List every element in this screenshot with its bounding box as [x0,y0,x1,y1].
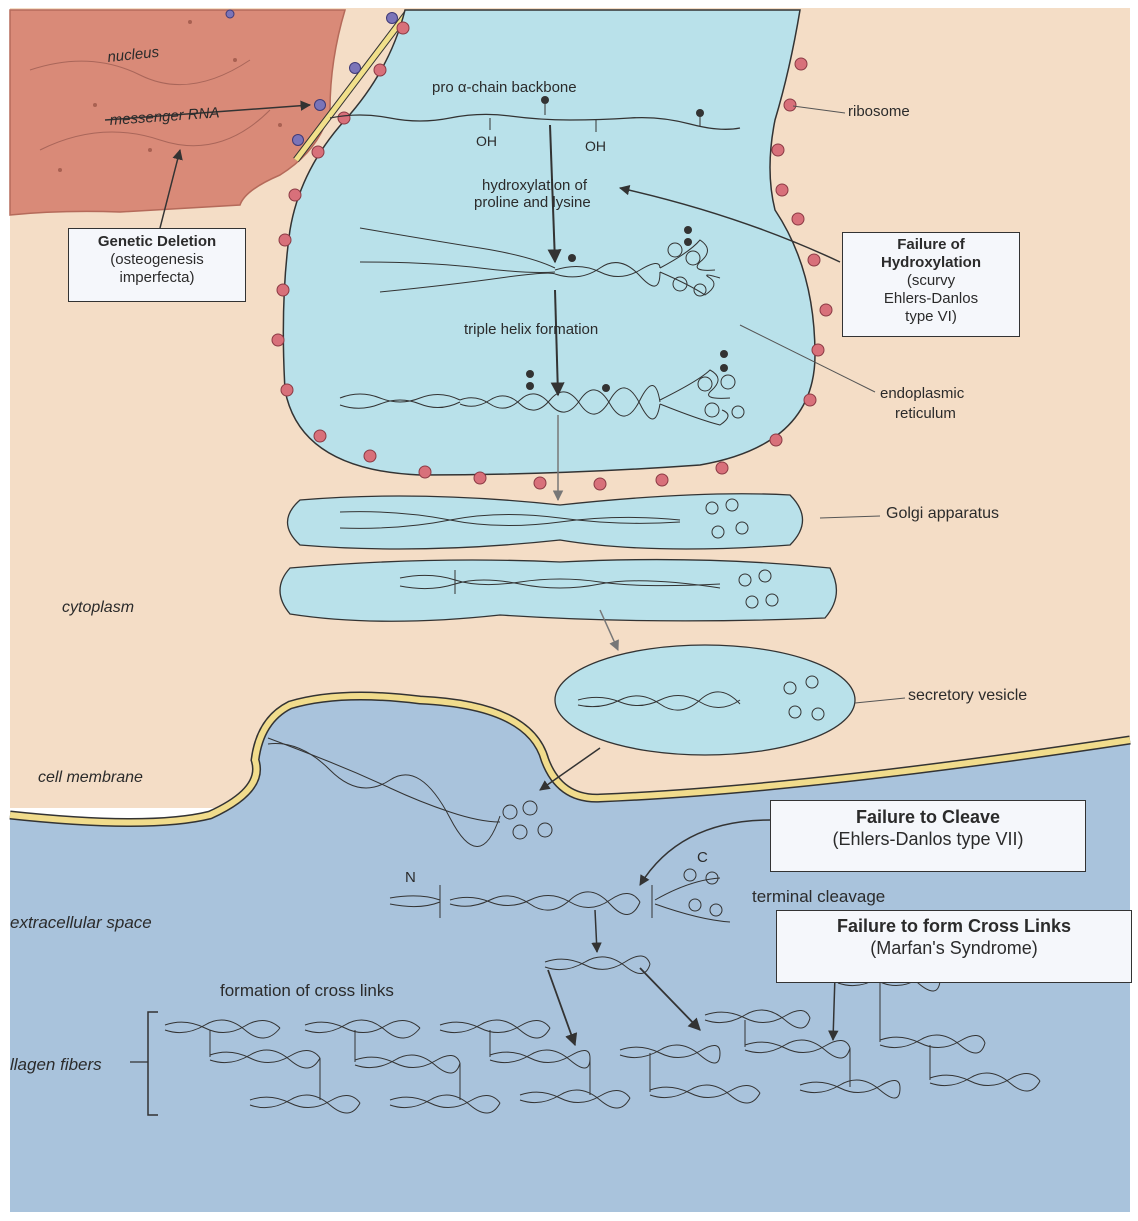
failure-hydroxylation-line2: Ehlers-Danlos [843,290,1019,308]
genetic-deletion-line2: imperfecta) [69,269,245,287]
failure-hydroxylation-line3: type VI) [843,308,1019,326]
genetic-deletion-box: Genetic Deletion (osteogenesis imperfect… [68,228,246,302]
terminal-cleavage-label: terminal cleavage [752,887,885,906]
hydroxylation-label-line2: proline and lysine [474,194,591,211]
collagen-fibers-label: llagen fibers [10,1055,102,1074]
secretory-vesicle-label: secretory vesicle [908,687,1027,704]
c-terminal-label: C [697,849,708,866]
secretory-vesicle [555,645,855,755]
failure-cross-links-line1: (Marfan's Syndrome) [777,938,1131,960]
extracellular-label: extracellular space [10,913,152,932]
hydroxylation-label-line1: hydroxylation of [482,177,588,194]
er-label-line1: endoplasmic [880,385,965,402]
oh-label-2: OH [585,138,606,154]
cross-links-label: formation of cross links [220,981,394,1000]
pro-chain-label: pro α-chain backbone [432,79,577,96]
n-terminal-label: N [405,869,416,886]
cell-membrane-label: cell membrane [38,769,143,786]
oh-label-1: OH [476,133,497,149]
failure-cleave-title: Failure to Cleave [771,807,1085,829]
failure-cleave-box: Failure to Cleave (Ehlers-Danlos type VI… [770,800,1086,872]
golgi-cisterna-2 [280,560,836,622]
failure-hydroxylation-title1: Failure of [843,236,1019,254]
failure-cross-links-box: Failure to form Cross Links (Marfan's Sy… [776,910,1132,983]
cytoplasm-label: cytoplasm [62,599,134,616]
failure-hydroxylation-line1: (scurvy [843,272,1019,290]
failure-cross-links-title: Failure to form Cross Links [777,916,1131,938]
er-label-line2: reticulum [895,405,956,422]
failure-hydroxylation-box: Failure of Hydroxylation (scurvy Ehlers-… [842,232,1020,337]
genetic-deletion-line1: (osteogenesis [69,251,245,269]
triple-helix-label: triple helix formation [464,321,598,338]
ribosome-label: ribosome [848,103,910,120]
golgi-label: Golgi apparatus [886,505,999,522]
genetic-deletion-title: Genetic Deletion [69,233,245,251]
failure-cleave-line1: (Ehlers-Danlos type VII) [771,829,1085,851]
failure-hydroxylation-title2: Hydroxylation [843,254,1019,272]
